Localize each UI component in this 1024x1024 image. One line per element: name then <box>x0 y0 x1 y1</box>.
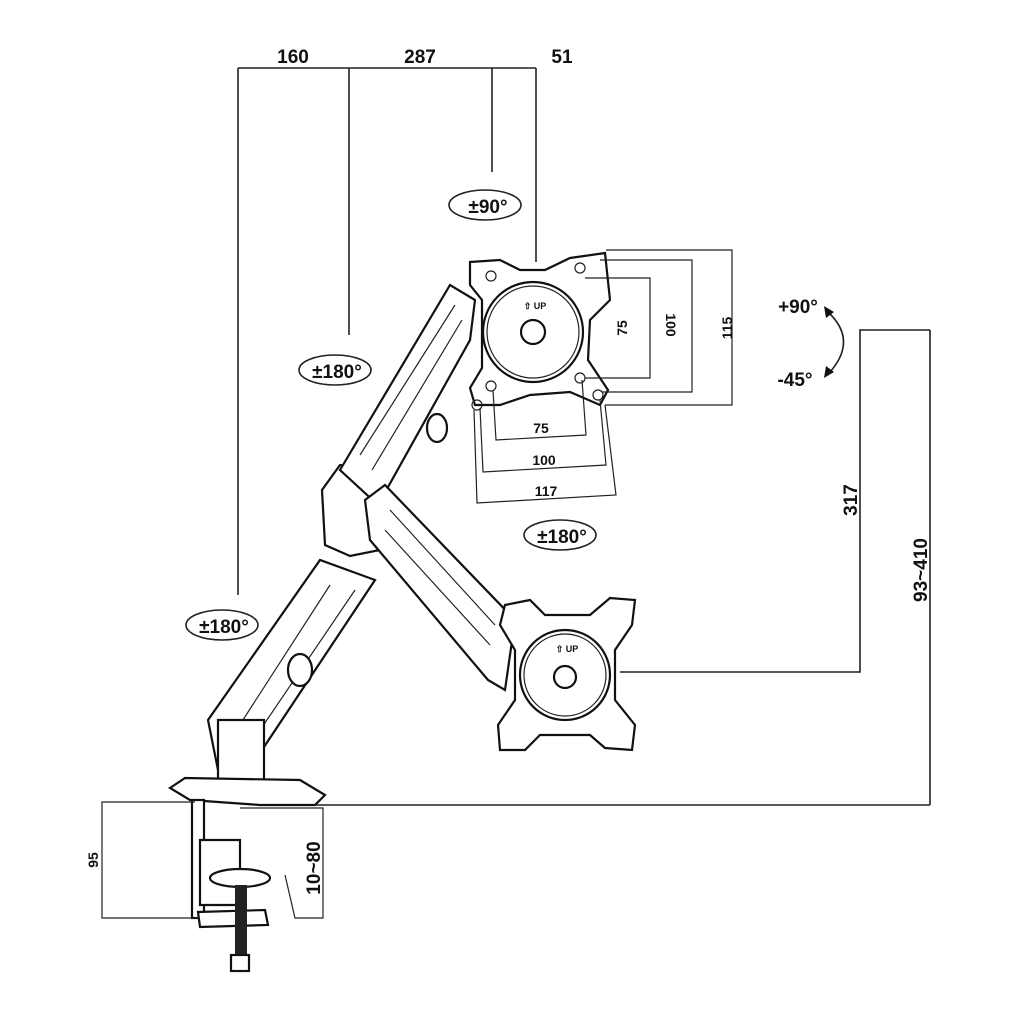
tilt-arrow-icon <box>827 311 845 373</box>
rotate-arrow-icon <box>448 189 522 221</box>
svg-text:±180°: ±180° <box>199 617 249 638</box>
rotate-arrow-icon <box>298 354 372 386</box>
dim-h100: 100 <box>532 452 556 468</box>
desk-clamp: 95 10~80 <box>85 718 327 973</box>
svg-text:±180°: ±180° <box>537 527 587 548</box>
height-dimensions: 317 93~410 <box>310 329 932 806</box>
dim-v115: 115 <box>719 316 735 339</box>
rotation-top: ±90° <box>448 189 522 221</box>
dim-95: 95 <box>85 852 101 868</box>
tilt-down: -45° <box>777 370 812 391</box>
dim-287: 287 <box>404 47 436 68</box>
dim-93-410: 93~410 <box>911 538 932 602</box>
dim-51: 51 <box>551 47 573 68</box>
dim-h75: 75 <box>533 420 549 436</box>
dim-160: 160 <box>277 47 309 68</box>
svg-text:⇧ UP: ⇧ UP <box>524 301 547 311</box>
rotation-head: ±180° <box>523 519 597 551</box>
top-dimension: 160 287 51 <box>237 47 573 595</box>
svg-text:±180°: ±180° <box>312 362 362 383</box>
tilt-up: +90° <box>778 297 818 318</box>
tilt-indicator: +90° -45° <box>777 297 845 391</box>
dim-10-80: 10~80 <box>304 841 325 894</box>
rotate-arrow-icon <box>185 609 259 641</box>
lower-vesa-plate: ⇧ UP <box>496 596 637 752</box>
rotation-arm: ±180° <box>298 354 372 386</box>
upper-vesa-plate: ⇧ UP <box>468 251 612 411</box>
dim-317: 317 <box>841 484 862 516</box>
dim-v75: 75 <box>614 320 630 336</box>
svg-text:±90°: ±90° <box>468 197 507 218</box>
dim-v100: 100 <box>663 313 679 337</box>
rotate-arrow-icon <box>523 519 597 551</box>
rotation-base: ±180° <box>185 609 259 641</box>
dim-h117: 117 <box>535 483 558 499</box>
vesa-dimensions: 75 100 115 75 100 117 <box>473 249 735 504</box>
svg-text:⇧ UP: ⇧ UP <box>556 644 579 654</box>
